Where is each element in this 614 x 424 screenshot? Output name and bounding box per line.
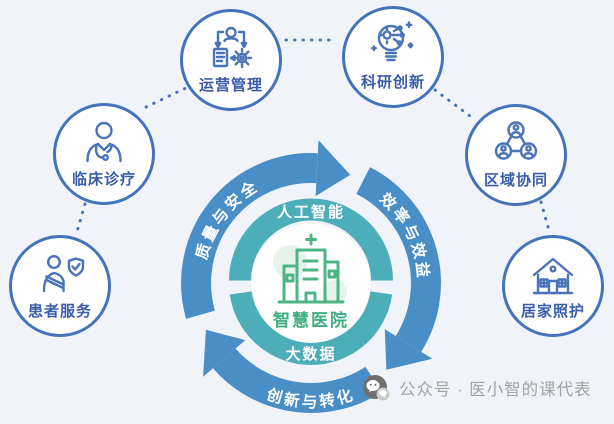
operations-icon (212, 26, 253, 69)
node-patient-label: 患者服务 (27, 303, 92, 320)
node-clinical-label: 临床诊疗 (71, 171, 136, 188)
node-regional-label: 区域协同 (483, 172, 548, 189)
node-home-label: 居家照护 (520, 303, 585, 320)
node-patient: 患者服务 (9, 235, 111, 337)
watermark: 公众号 · 医小智的课代表 (362, 374, 592, 402)
regional-icon (494, 121, 538, 160)
node-regional: 区域协同 (465, 104, 567, 206)
cycle-diagram: 智慧医院 人工智能 大数据 质量与安全 效率与效益 创新与转化 (181, 140, 441, 413)
node-home: 居家照护 (502, 235, 604, 337)
arrowhead-bottom-left-icon (203, 329, 246, 377)
arrowhead-top-icon (315, 140, 351, 197)
patient-icon (42, 254, 85, 293)
inner-ring-top-arc (229, 198, 393, 281)
ring-top-label: 人工智能 (277, 203, 345, 221)
connector-clinical-patient (74, 202, 87, 237)
clinical-icon (86, 121, 122, 163)
node-operations: 运营管理 (180, 9, 282, 111)
cycle-arrow-ring (181, 140, 441, 413)
connector-research-regional (433, 88, 476, 121)
connector-clinical-operations (144, 86, 188, 109)
arrowhead-bottom-right-icon (384, 329, 433, 370)
center-blob-icon (323, 280, 347, 304)
innovation-transform-arc (212, 348, 382, 413)
node-clinical: 临床诊疗 (53, 103, 155, 205)
cycle-inner-ring (229, 198, 393, 365)
wechat-icon (363, 375, 390, 401)
research-icon (371, 21, 414, 62)
inner-ring-bottom-arc (229, 291, 393, 365)
efficiency-benefit-arc (356, 167, 441, 352)
ring-bottom-label: 大数据 (285, 345, 336, 363)
center-title: 智慧医院 (273, 310, 349, 330)
hospital-icon (277, 233, 345, 304)
node-research-label: 科研创新 (360, 74, 425, 91)
home-icon (532, 257, 574, 295)
node-research: 科研创新 (342, 6, 444, 108)
watermark-text: 公众号 · 医小智的课代表 (399, 381, 592, 399)
connector-regional-home (539, 200, 552, 236)
node-operations-label: 运营管理 (198, 77, 263, 94)
quality-safety-arc (181, 153, 318, 319)
